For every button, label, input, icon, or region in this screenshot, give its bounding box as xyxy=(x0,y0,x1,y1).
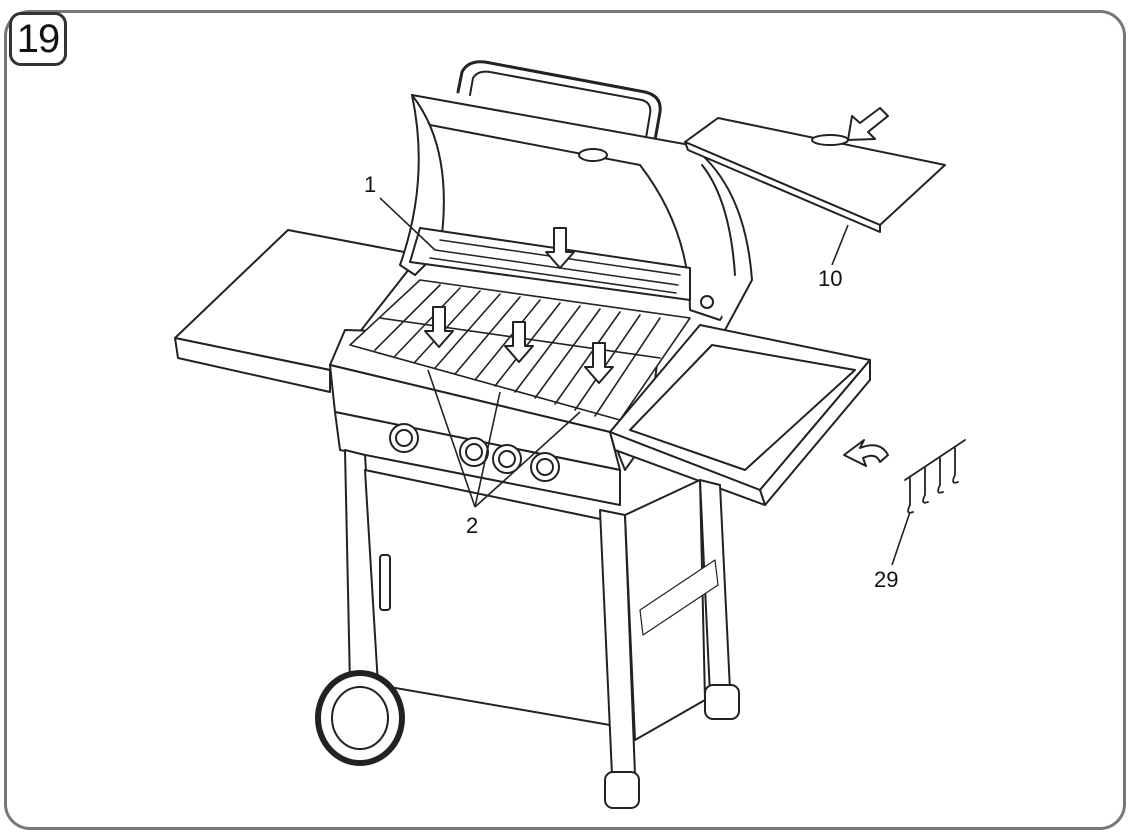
leader-line-29 xyxy=(891,511,911,566)
lid-handle xyxy=(456,60,662,142)
side-burner-lid xyxy=(684,117,946,233)
diagram-frame xyxy=(4,10,1126,830)
callout-1: 1 xyxy=(364,172,377,197)
down-arrow-icon xyxy=(545,227,575,269)
leader-line-10 xyxy=(831,224,849,266)
utensil-hooks xyxy=(904,439,966,514)
down-arrow-icon xyxy=(584,342,614,384)
caster-front xyxy=(604,771,640,809)
warming-rack xyxy=(409,227,691,301)
leader-line-1 xyxy=(379,197,436,251)
diagonal-arrow-icon xyxy=(847,107,889,141)
step-number-badge: 19 xyxy=(9,12,67,66)
left-wheel xyxy=(315,670,405,766)
leader-line-2c xyxy=(474,411,581,508)
callout-29: 29 xyxy=(874,567,899,592)
right-side-shelf xyxy=(609,324,871,506)
open-lid xyxy=(399,94,753,331)
burner-knobs xyxy=(389,423,560,482)
down-arrow-icon xyxy=(504,321,534,363)
down-arrow-icon xyxy=(424,306,454,348)
caster-back xyxy=(704,684,740,720)
callout-10: 10 xyxy=(818,266,843,291)
curved-arrow-icon xyxy=(843,439,889,467)
cabinet-vent xyxy=(639,559,719,636)
leader-line-2a xyxy=(427,369,476,508)
callout-2: 2 xyxy=(466,513,479,538)
leader-line-2b xyxy=(474,391,501,508)
